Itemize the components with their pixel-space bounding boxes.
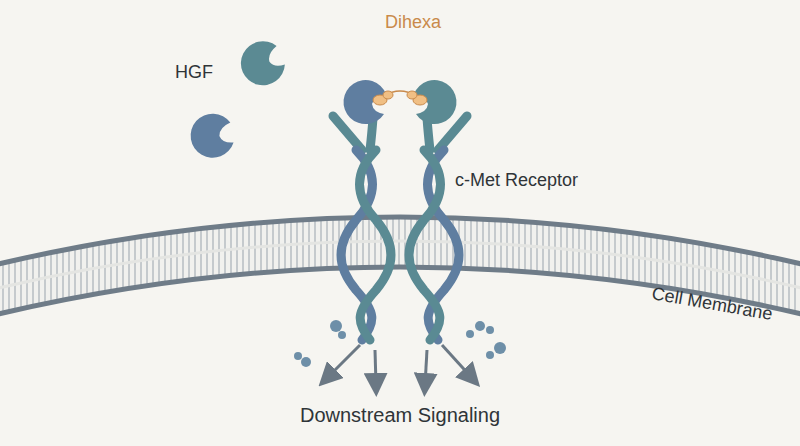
text-label: HGF [175, 62, 213, 83]
text-label: Downstream Signaling [300, 404, 500, 427]
signal-molecule [294, 320, 506, 367]
hgf-molecule [186, 34, 292, 163]
dihexa-complex [344, 80, 457, 124]
signal-arrow [327, 345, 472, 385]
text-label: c-Met Receptor [455, 170, 578, 191]
text-label: Dihexa [385, 12, 441, 33]
c-met-receptor [333, 116, 467, 340]
